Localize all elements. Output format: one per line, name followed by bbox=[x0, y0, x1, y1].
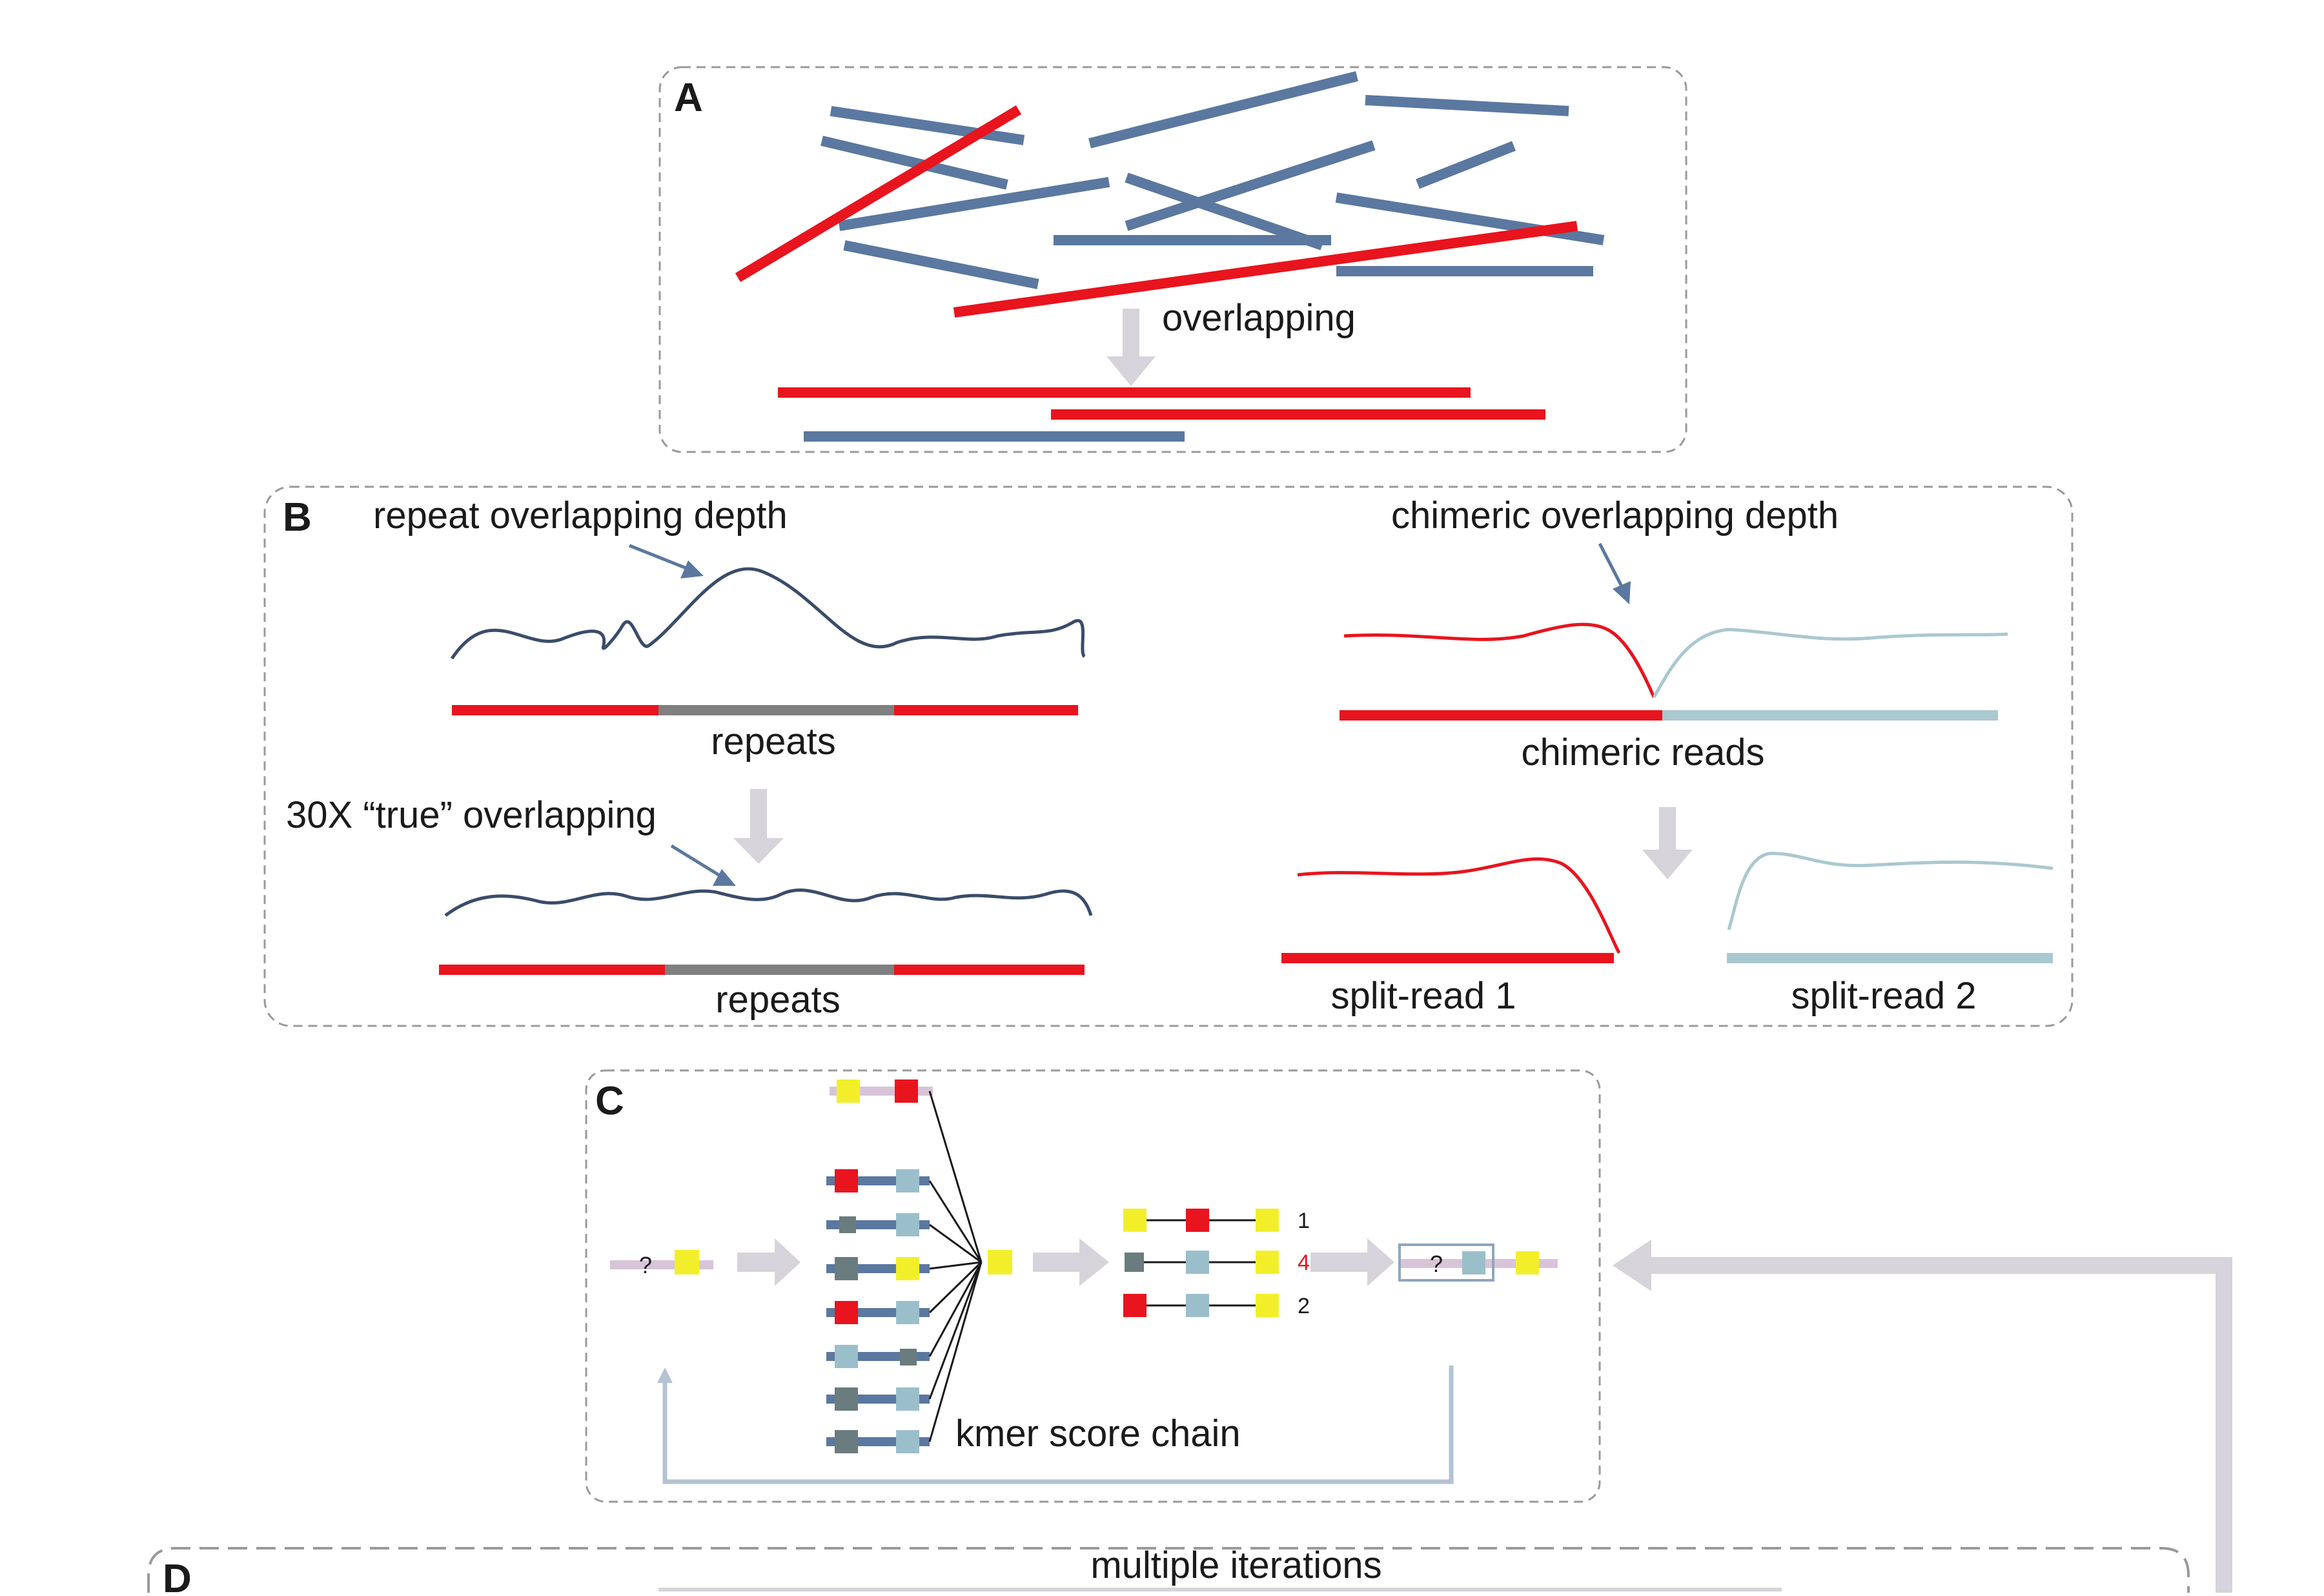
chain-score-1: 1 bbox=[1298, 1209, 1310, 1233]
read-red bbox=[735, 105, 1022, 282]
panel-b-frame bbox=[263, 486, 2074, 1027]
panel-b-letter: B bbox=[283, 495, 312, 540]
score-chains: 1 4 2 bbox=[1123, 1209, 1310, 1318]
iteration-return-arrow bbox=[1613, 1240, 2232, 1593]
read-blue bbox=[821, 136, 1008, 190]
repeats-label-top: repeats bbox=[711, 721, 835, 762]
true-depth-curve bbox=[444, 888, 1093, 917]
read-blue bbox=[1335, 192, 1605, 245]
candidate-reads bbox=[826, 1079, 933, 1453]
read-blue bbox=[1365, 95, 1569, 116]
flow-arrow-2 bbox=[1033, 1238, 1109, 1286]
panel-a: A overlapping bbox=[658, 66, 1687, 453]
read-blue bbox=[1125, 172, 1324, 251]
selected-extension-box bbox=[1398, 1243, 1494, 1282]
chimeric-depth-label: chimeric overlapping depth bbox=[1391, 495, 1839, 537]
query-mark: ? bbox=[639, 1252, 652, 1278]
overlapping-label: overlapping bbox=[1162, 297, 1356, 339]
split2-depth-curve bbox=[1727, 852, 2054, 930]
panel-d: D multiple iterations bbox=[147, 1544, 2190, 1596]
chimeric-depth-curve-left bbox=[1343, 622, 1656, 698]
repeat-pointer bbox=[629, 544, 704, 578]
assembled-contigs bbox=[778, 387, 1545, 442]
chimeric-depth-curve-right bbox=[1652, 628, 2008, 699]
query-kmer: ? bbox=[610, 1250, 713, 1278]
read-blue bbox=[830, 106, 1025, 145]
read-blue bbox=[843, 240, 1039, 289]
kmer-yellow bbox=[988, 1250, 1012, 1274]
true-overlap-label: 30X “true” overlapping bbox=[286, 794, 657, 836]
split-read-1-label: split-read 1 bbox=[1331, 975, 1516, 1017]
chimeric-pointer bbox=[1598, 542, 1631, 604]
repeat-depth-curve bbox=[450, 567, 1086, 660]
split-arrow bbox=[1642, 807, 1693, 879]
chain-label: kmer score chain bbox=[955, 1413, 1241, 1455]
loop-arrowhead bbox=[657, 1367, 673, 1383]
chain-feedback-loop bbox=[662, 1366, 1454, 1484]
panel-c-letter: C bbox=[595, 1079, 624, 1123]
panel-d-frame bbox=[147, 1547, 2190, 1593]
flow-arrow-1 bbox=[737, 1238, 800, 1286]
true-overlap-pointer bbox=[670, 844, 736, 886]
read-red bbox=[953, 221, 1578, 318]
chimeric-reads-label: chimeric reads bbox=[1521, 732, 1764, 773]
read-blue bbox=[1416, 141, 1516, 189]
panel-a-letter: A bbox=[674, 76, 703, 120]
panel-d-letter: D bbox=[163, 1557, 192, 1593]
panel-a-frame bbox=[658, 66, 1687, 453]
kmer-yellow bbox=[675, 1250, 699, 1274]
overlap-arrow bbox=[1106, 309, 1156, 386]
repeats-label-bottom: repeats bbox=[715, 979, 840, 1021]
panel-c-frame bbox=[585, 1069, 1601, 1503]
read-blue bbox=[1088, 71, 1358, 148]
repeat-depth-label: repeat overlapping depth bbox=[373, 495, 788, 537]
read-blue bbox=[838, 177, 1110, 231]
repeat-correction-arrow bbox=[733, 789, 784, 864]
chain-score-4: 4 bbox=[1298, 1251, 1310, 1275]
split1-depth-curve bbox=[1297, 857, 1621, 954]
chain-score-2: 2 bbox=[1298, 1294, 1310, 1318]
iterations-label: multiple iterations bbox=[1090, 1544, 1381, 1586]
result-mark: ? bbox=[1430, 1251, 1443, 1277]
panel-b: B repeat overlapping depth repeats 30X “… bbox=[263, 486, 2074, 1027]
kmer-fan-lines bbox=[928, 1090, 983, 1442]
raw-reads bbox=[735, 71, 1605, 318]
panel-c: C ? bbox=[585, 1069, 2232, 1593]
split-read-2-label: split-read 2 bbox=[1791, 975, 1977, 1017]
read-blue bbox=[1125, 140, 1376, 231]
result-kmer: ? bbox=[1398, 1243, 1558, 1282]
flow-arrow-3 bbox=[1310, 1238, 1394, 1286]
